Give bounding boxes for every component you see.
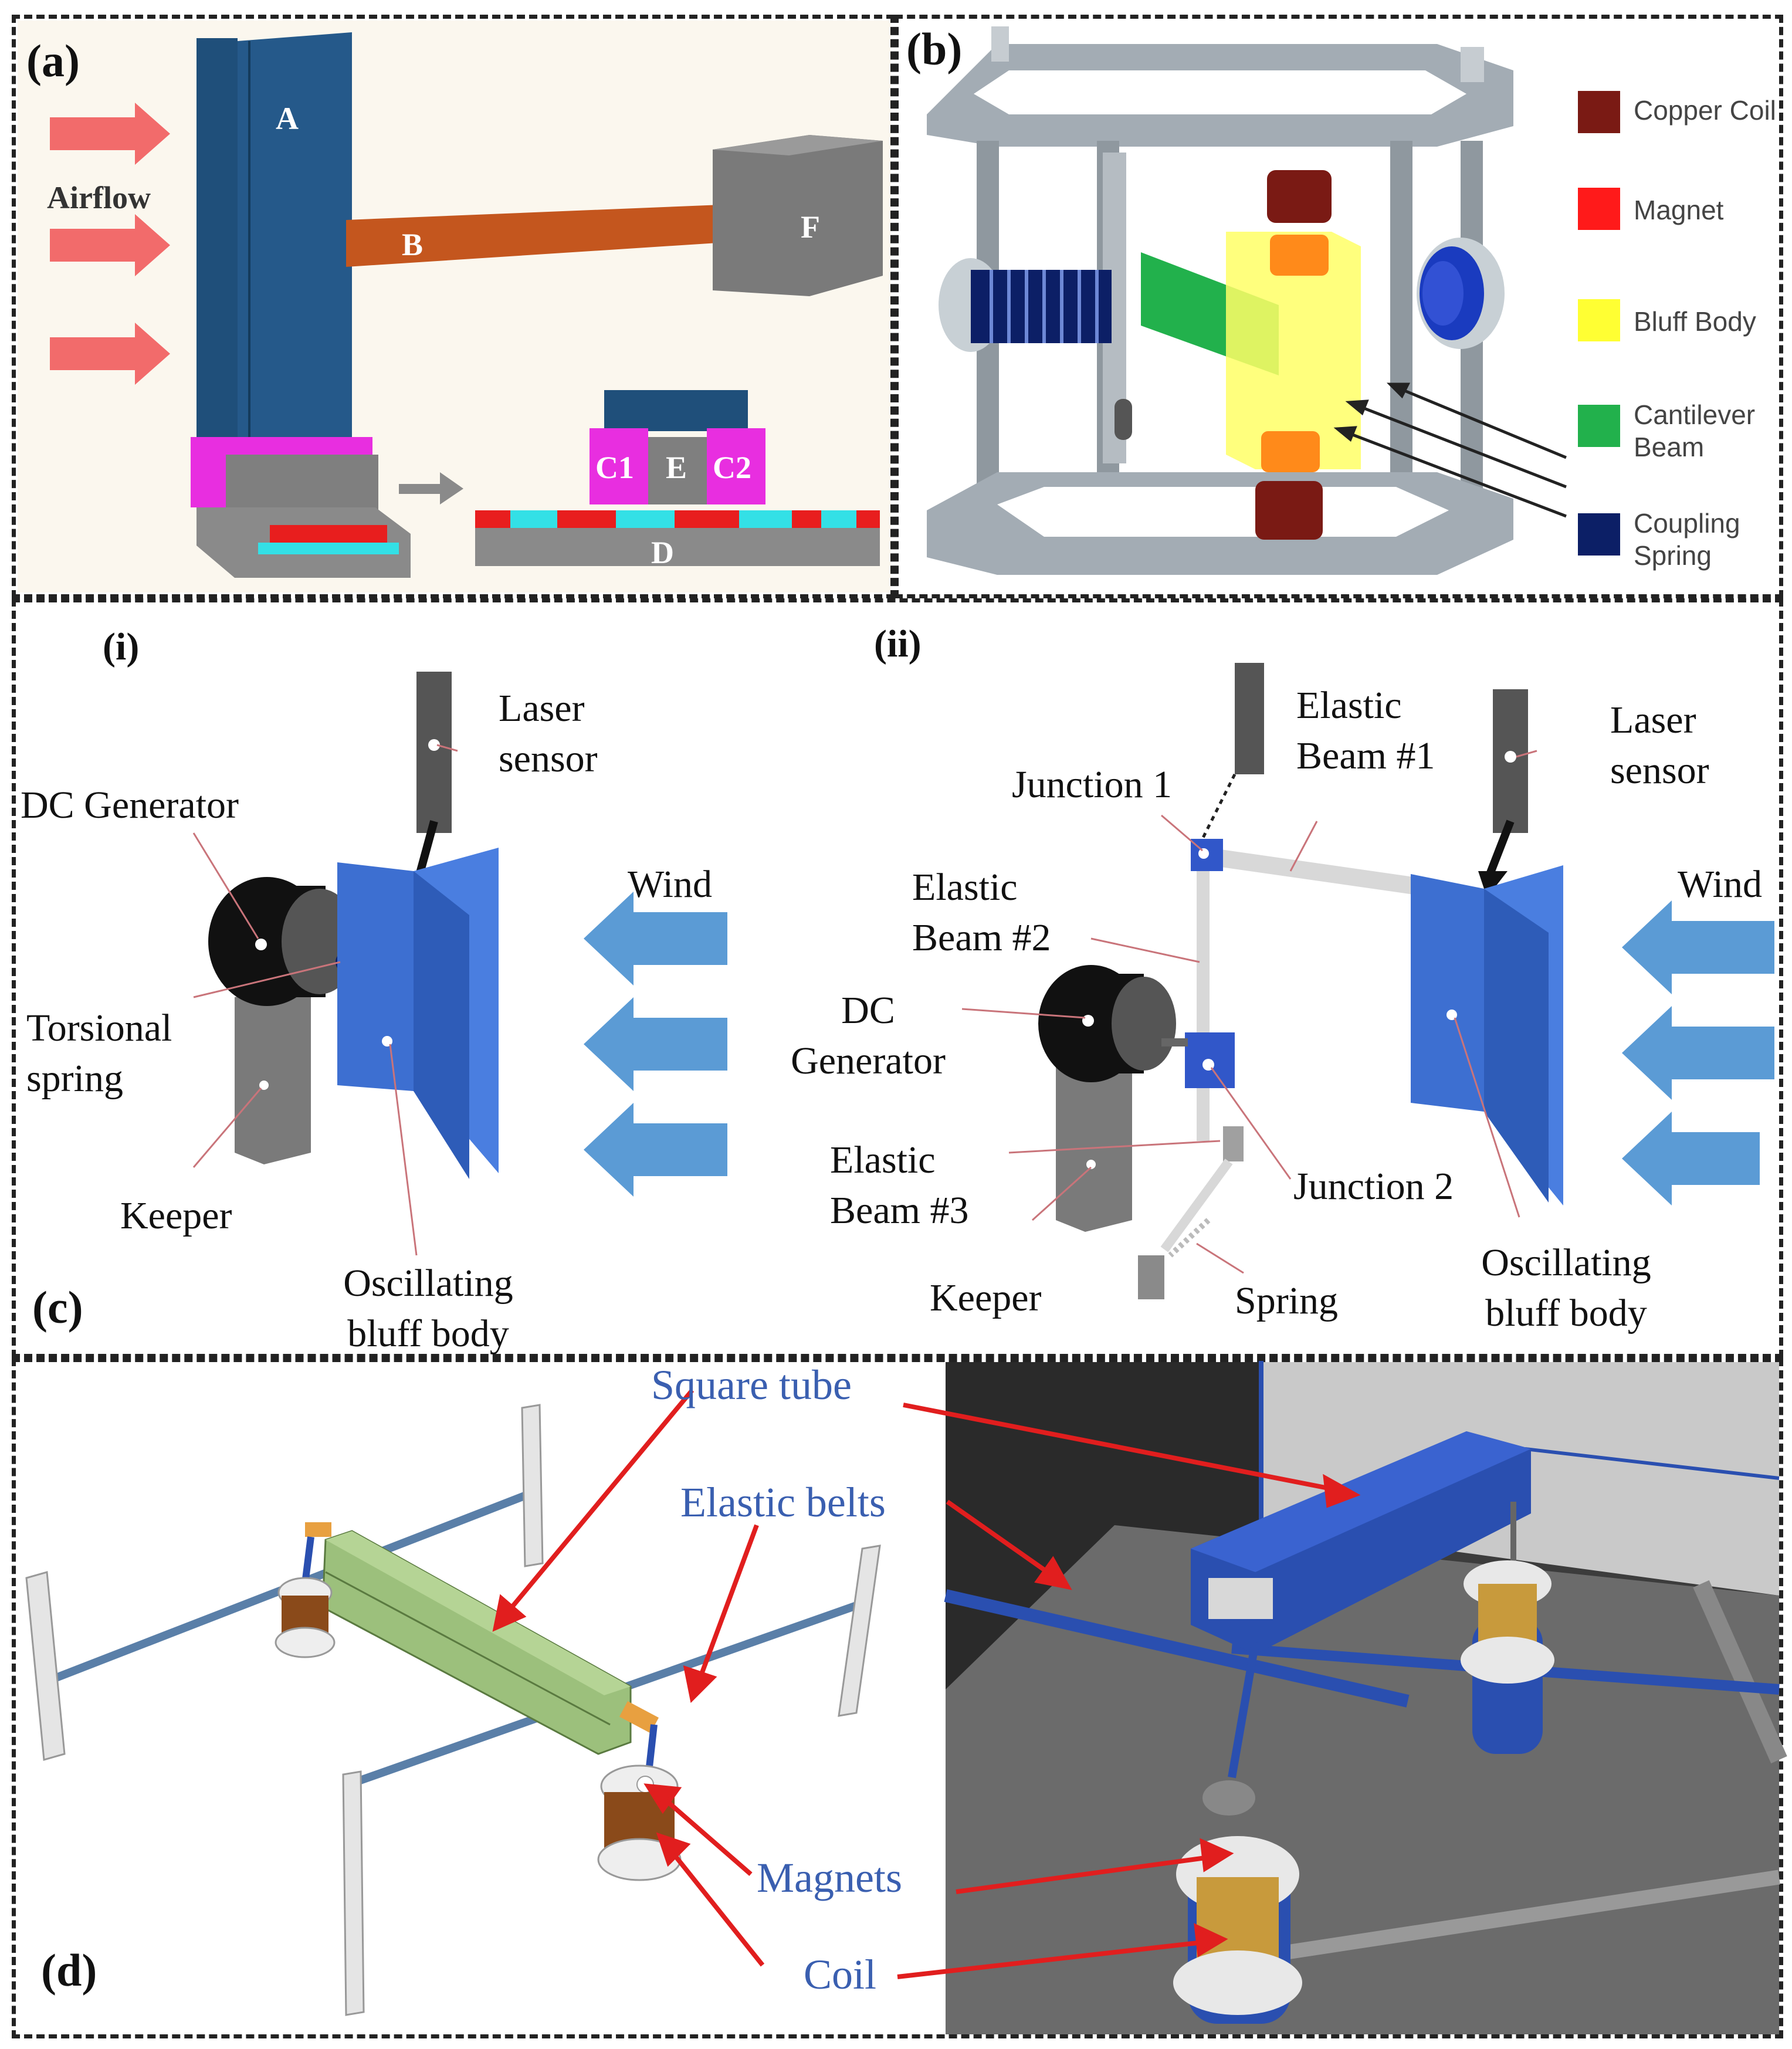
magnet-c1	[590, 428, 648, 504]
square-tube-label: Square tube	[651, 1362, 852, 1408]
beam-b	[346, 204, 736, 267]
sub-ii-label: (ii)	[874, 622, 922, 665]
keeper-i-label: Keeper	[120, 1194, 232, 1237]
copper-coil	[1255, 481, 1323, 540]
airflow-label: Airflow	[47, 180, 151, 215]
dc-generator-ii-label: DC Generator	[791, 989, 946, 1082]
magnets-label: Magnets	[757, 1854, 902, 1901]
airflow-arrow	[50, 323, 170, 385]
legend-bluff-body: Bluff Body	[1634, 306, 1756, 337]
sub-i-label: (i)	[103, 625, 140, 668]
wind-arrow-ii	[1622, 900, 1774, 994]
magnet-c2	[707, 428, 765, 504]
bluff-body	[1226, 232, 1361, 469]
coil-label: Coil	[804, 1951, 877, 1998]
keeper-ii-label: Keeper	[930, 1276, 1042, 1319]
junction-2-label: Junction 2	[1293, 1165, 1454, 1208]
elastic-beam-3	[1223, 1126, 1244, 1161]
bluff-body-i	[337, 862, 414, 1091]
magnet	[1261, 431, 1320, 472]
panel-b-label: (b)	[906, 23, 963, 74]
wind-arrow-ii	[1622, 1006, 1774, 1100]
cad-square-tube	[321, 1530, 632, 1755]
spring-ii	[1168, 1218, 1211, 1258]
part-c1-label: C1	[595, 450, 634, 485]
wind-ii-label: Wind	[1678, 863, 1762, 906]
part-c2-label: C2	[713, 450, 751, 485]
elastic-beam-1	[1208, 848, 1434, 898]
block-f	[713, 135, 883, 296]
wind-arrow-ii	[1622, 1112, 1760, 1205]
panel-d-frame	[12, 1358, 1783, 2038]
laser-sensor-ii-top	[1235, 663, 1264, 774]
airflow-arrow	[50, 214, 170, 276]
legend-cantilever-beam: Cantilever Beam	[1634, 399, 1756, 463]
legend-magnet: Magnet	[1634, 195, 1724, 225]
panel-a-label: (a)	[26, 35, 80, 86]
legend-coupling-spring: Coupling Spring	[1634, 508, 1740, 571]
bluff-body-a	[197, 38, 238, 446]
panel-a-frame	[12, 15, 895, 598]
elastic-belts-label: Elastic belts	[680, 1479, 886, 1526]
airflow-arrow	[50, 103, 170, 165]
panel-d-label: (d)	[41, 1945, 97, 1996]
wind-arrow-i	[584, 1103, 727, 1197]
keeper-i	[235, 985, 311, 1164]
part-a-label: A	[276, 101, 299, 136]
panel-c-frame	[12, 598, 1783, 1358]
elastic-beam-3-label: Elastic Beam #3	[830, 1139, 969, 1232]
laser-sensor-i-label: Laser sensor	[499, 687, 598, 780]
bluff-body-i-label: Oscillating bluff body	[343, 1262, 513, 1355]
part-d-label: D	[651, 535, 674, 570]
panel-b-frame	[895, 15, 1783, 598]
elastic-beam-2-label: Elastic Beam #2	[912, 866, 1051, 959]
photo-square-tube	[1191, 1431, 1531, 1654]
legend-swatch-magnet	[1578, 188, 1620, 230]
wind-arrow-i	[584, 997, 727, 1091]
transition-arrow	[399, 472, 463, 504]
legend-swatch-coupling-spring	[1578, 513, 1620, 556]
part-f-label: F	[801, 209, 820, 245]
wind-arrow-i	[584, 892, 727, 985]
spring-label: Spring	[1235, 1279, 1339, 1322]
core-e	[648, 437, 710, 504]
coupling-spring	[971, 270, 1112, 343]
legend-swatch-copper-coil	[1578, 91, 1620, 133]
part-b-label: B	[402, 227, 424, 262]
dc-generator-i-label: DC Generator	[21, 784, 239, 827]
legend-swatch-cantilever-beam	[1578, 405, 1620, 447]
junction-1-label: Junction 1	[1012, 763, 1173, 806]
legend-copper-coil: Copper Coil	[1634, 95, 1776, 126]
part-e-label: E	[666, 450, 687, 485]
magnet	[1270, 235, 1329, 276]
legend-swatch-bluff-body	[1578, 299, 1620, 341]
laser-sensor-i	[416, 672, 452, 833]
copper-coil	[1267, 170, 1332, 223]
torsional-spring-label: Torsional spring	[26, 1007, 172, 1100]
laser-sensor-ii-label: Laser sensor	[1610, 699, 1709, 792]
panel-c-label: (c)	[32, 1282, 83, 1333]
bluff-body-ii-label: Oscillating bluff body	[1481, 1241, 1651, 1335]
frame-post	[1390, 141, 1412, 504]
elastic-beam-1-label: Elastic Beam #1	[1296, 684, 1435, 777]
wind-i-label: Wind	[628, 863, 712, 906]
